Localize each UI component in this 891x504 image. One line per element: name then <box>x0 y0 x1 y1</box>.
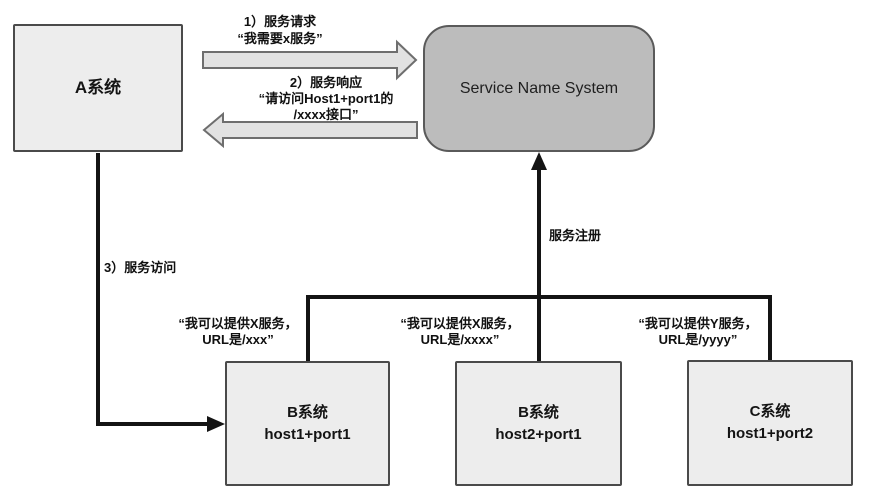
node-system-b2-address: host2+port1 <box>495 425 582 443</box>
label-service-response-title: 2）服务响应 <box>289 75 363 90</box>
label-provider-c-line1: “我可以提供Y服务， <box>638 316 758 331</box>
label-service-request-quote: “我需要x服务” <box>237 31 323 46</box>
label-service-request-title: 1）服务请求 <box>243 14 317 29</box>
label-provider-b1-line1: “我可以提供X服务， <box>178 316 298 331</box>
node-system-b1-title: B系统 <box>287 403 328 421</box>
label-service-response-quote1: “请访问Host1+port1的 <box>258 91 394 106</box>
arrowhead-service-access <box>207 416 225 432</box>
arrowhead-service-register <box>531 152 547 170</box>
node-system-c-title: C系统 <box>749 403 791 420</box>
node-system-b1-address: host1+port1 <box>264 425 351 443</box>
label-service-response: 2）服务响应 “请访问Host1+port1的 /xxxx接口” <box>241 75 411 123</box>
label-service-access: 3）服务访问 <box>104 260 177 275</box>
label-provider-b2-quote: “我可以提供X服务， URL是/xxxx” <box>380 316 540 348</box>
label-service-response-quote2: /xxxx接口” <box>293 107 359 122</box>
connector-service-access <box>96 153 209 426</box>
label-service-request: 1）服务请求 “我需要x服务” <box>195 13 365 47</box>
node-system-a-label: A系统 <box>74 78 122 97</box>
arrow-service-request <box>202 39 418 81</box>
node-system-c: C系统 host1+port2 <box>687 360 853 486</box>
node-service-name-system: Service Name System <box>423 25 655 152</box>
node-system-b2-title: B系统 <box>518 403 559 421</box>
node-system-c-address: host1+port2 <box>726 425 814 442</box>
node-system-b2: B系统 host2+port1 <box>455 361 622 486</box>
label-service-register: 服务注册 <box>549 228 602 243</box>
label-provider-c-line2: URL是/yyyy” <box>658 332 738 347</box>
label-provider-b2-line1: “我可以提供X服务， <box>400 316 520 331</box>
label-provider-b2-line2: URL是/xxxx” <box>420 332 500 347</box>
node-system-b1: B系统 host1+port1 <box>225 361 390 486</box>
label-provider-b1-quote: “我可以提供X服务， URL是/xxx” <box>158 316 318 348</box>
node-system-a: A系统 <box>13 24 183 152</box>
label-provider-c-quote: “我可以提供Y服务， URL是/yyyy” <box>618 316 778 348</box>
label-provider-b1-line2: URL是/xxx” <box>202 332 274 347</box>
node-service-name-system-label: Service Name System <box>459 79 619 97</box>
